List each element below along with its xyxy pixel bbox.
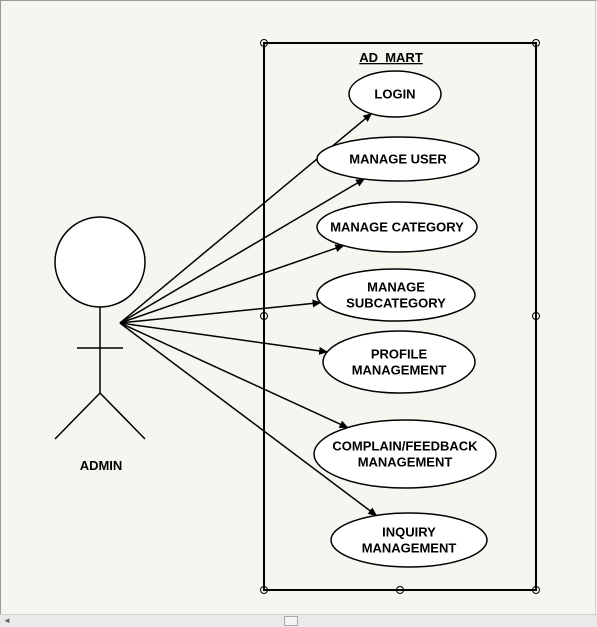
scroll-left-arrow-icon[interactable]: ◄ <box>3 616 11 625</box>
use-case-label: MANAGE <box>367 280 425 295</box>
use-case-label: INQUIRY <box>382 525 436 540</box>
handle-bottom-mid[interactable] <box>396 586 404 594</box>
use-case-label: MANAGEMENT <box>362 541 457 556</box>
handle-bottom-left[interactable] <box>260 586 268 594</box>
use-case-label: LOGIN <box>374 87 415 102</box>
use-case-ellipse <box>316 201 478 253</box>
horizontal-scrollbar[interactable]: ◄ <box>0 614 597 627</box>
use-case-ellipse <box>330 512 488 568</box>
association-manage-user[interactable] <box>119 178 365 324</box>
actor-head <box>54 216 146 308</box>
selection-handles[interactable] <box>260 39 540 594</box>
use-case-label: COMPLAIN/FEEDBACK <box>332 439 478 454</box>
window-top-border <box>0 0 597 1</box>
use-case-label: SUBCATEGORY <box>346 296 446 311</box>
scrollbar-thumb[interactable] <box>284 616 298 626</box>
use-case-label: MANAGE USER <box>349 152 447 167</box>
use-case-manage-category[interactable]: MANAGE CATEGORY <box>316 201 478 253</box>
handle-top-left[interactable] <box>260 39 268 47</box>
use-case-ellipse <box>316 268 476 322</box>
association-complain-feedback-management[interactable] <box>119 322 349 429</box>
use-case-ellipse <box>322 330 476 394</box>
use-cases: LOGIN MANAGE USER MANAGE CATEGORY MANAGESUB… <box>313 70 497 568</box>
use-case-label: MANAGEMENT <box>352 363 447 378</box>
handle-mid-right[interactable] <box>532 312 540 320</box>
use-case-manage-user[interactable]: MANAGE USER <box>316 136 480 182</box>
association-manage-subcategory[interactable] <box>119 299 322 324</box>
association-manage-category[interactable] <box>119 244 345 324</box>
system-boundary[interactable]: AD MART <box>260 39 540 594</box>
window-left-border <box>0 0 1 614</box>
window-right-border <box>595 0 596 614</box>
use-case-ellipse <box>316 136 480 182</box>
use-case-label: MANAGE CATEGORY <box>330 220 464 235</box>
use-case-label: PROFILE <box>371 347 428 362</box>
use-case-label: MANAGEMENT <box>358 455 453 470</box>
handle-top-right[interactable] <box>532 39 540 47</box>
handle-bottom-right[interactable] <box>532 586 540 594</box>
association-profile-management[interactable] <box>119 322 329 355</box>
use-case-ellipse <box>348 70 442 118</box>
system-title: AD MART <box>359 50 423 65</box>
handle-mid-left[interactable] <box>260 312 268 320</box>
actor-admin[interactable] <box>54 216 146 440</box>
actor-left-leg <box>54 392 101 440</box>
association-inquiry-management[interactable] <box>119 322 378 517</box>
actor-label: ADMIN <box>80 458 123 473</box>
use-case-ellipse <box>313 419 497 489</box>
actor-right-leg <box>99 392 146 440</box>
use-case-login[interactable]: LOGIN <box>348 70 442 118</box>
